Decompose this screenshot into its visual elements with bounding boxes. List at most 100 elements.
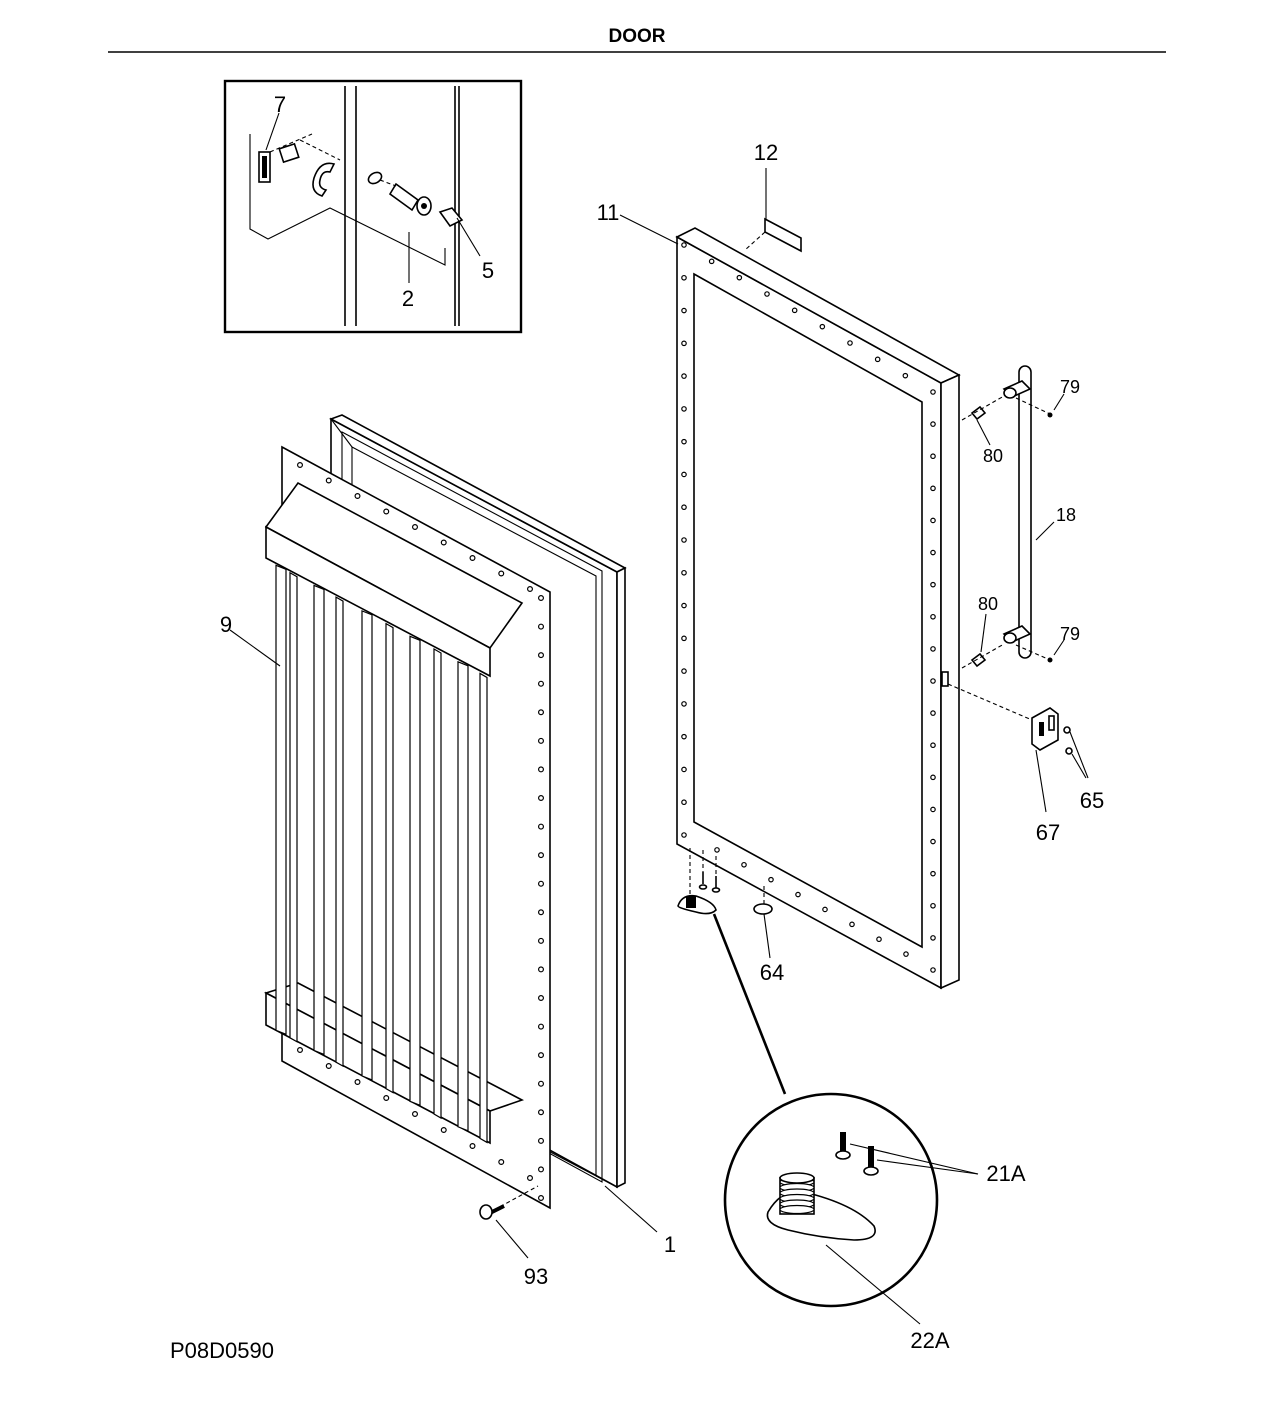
frame-hole — [714, 847, 720, 853]
frame-hole — [930, 678, 936, 684]
label-79-top: 79 — [1060, 377, 1080, 397]
frame-hole — [681, 242, 687, 248]
frame-hole — [930, 935, 936, 941]
frame-hole — [681, 766, 687, 773]
frame-hole — [681, 307, 687, 314]
panel-rib — [275, 564, 287, 1036]
label-80-top: 80 — [983, 446, 1003, 466]
label-64: 64 — [760, 960, 784, 985]
frame-hole — [819, 323, 826, 330]
frame-hole — [681, 602, 687, 609]
panel-hole — [537, 766, 544, 773]
frame-hole — [903, 951, 909, 957]
panel-rib — [409, 635, 421, 1107]
frame-hole — [681, 668, 687, 674]
frame-hole — [681, 504, 687, 511]
lock-cylinder-part — [367, 171, 464, 228]
label-7: 7 — [274, 92, 286, 117]
panel-hole — [526, 585, 533, 592]
panel-hole — [537, 680, 544, 687]
panel-hole — [383, 1094, 390, 1101]
panel-hole — [537, 966, 544, 973]
panel-hole — [297, 462, 304, 469]
panel-hole — [537, 852, 544, 859]
frame-hole — [681, 569, 687, 576]
panel-hole — [537, 1194, 544, 1201]
frame-hole — [930, 613, 936, 620]
panel-hole — [537, 1052, 544, 1059]
frame-hole — [764, 291, 770, 297]
panel-hole — [412, 523, 419, 530]
frame-hole — [930, 838, 936, 845]
door-frame-part-11 — [675, 227, 961, 990]
panel-hole — [469, 554, 476, 561]
label-65: 65 — [1080, 788, 1104, 813]
frame-hole — [768, 876, 774, 883]
frame-hole — [930, 421, 936, 427]
handle-fasteners: 79 80 79 80 — [961, 377, 1080, 669]
label-18: 18 — [1056, 505, 1076, 525]
label-2: 2 — [402, 286, 414, 311]
frame-hole — [681, 373, 687, 379]
frame-hole — [681, 701, 687, 707]
diagram-title: DOOR — [609, 26, 666, 47]
frame-hole — [681, 635, 687, 642]
panel-hole — [383, 508, 390, 515]
frame-hole — [930, 453, 936, 460]
frame-hole — [930, 806, 936, 813]
frame-mounting-holes — [681, 242, 936, 973]
panel-hole — [498, 570, 505, 577]
label-79-bottom: 79 — [1060, 624, 1080, 644]
lock-detail-inset: 7 5 2 — [223, 79, 523, 334]
frame-hole — [795, 891, 801, 898]
thread-ring — [779, 1204, 815, 1215]
panel-hole — [537, 994, 544, 1001]
panel-hole — [537, 937, 544, 944]
panel-hole — [537, 794, 544, 801]
label-5: 5 — [482, 258, 494, 283]
frame-hole — [708, 258, 715, 265]
panel-hole — [537, 623, 544, 630]
frame-hole — [930, 870, 936, 877]
label-21A: 21A — [986, 1161, 1025, 1186]
frame-hole — [681, 340, 687, 347]
frame-hole — [681, 274, 687, 281]
frame-hole — [930, 389, 936, 395]
frame-hole — [930, 742, 936, 749]
label-9: 9 — [220, 612, 232, 637]
hinge-area-small: 64 — [677, 848, 787, 1095]
panel-hole — [537, 652, 544, 659]
panel-hole — [537, 1023, 544, 1030]
panel-hole — [469, 1142, 476, 1149]
frame-hole — [876, 936, 882, 943]
inner-door-panel-part-9: 9 — [220, 445, 551, 1210]
panel-rib — [385, 622, 394, 1094]
panel-hole — [537, 909, 544, 916]
frame-hole — [930, 517, 936, 524]
panel-hole — [537, 880, 544, 887]
panel-hole — [325, 477, 332, 484]
panel-hole — [537, 1080, 544, 1087]
panel-rib — [457, 660, 469, 1132]
panel-hole — [537, 594, 544, 601]
frame-hole — [874, 356, 881, 363]
panel-hole — [440, 1126, 447, 1133]
frame-hole — [930, 581, 936, 588]
panel-hole — [498, 1158, 505, 1165]
label-11: 11 — [597, 200, 620, 225]
frame-hole — [930, 485, 936, 492]
panel-hole — [537, 737, 544, 744]
panel-ribs — [275, 564, 488, 1144]
panel-rib — [433, 648, 442, 1120]
panel-mounting-holes — [297, 462, 544, 1201]
frame-hole — [681, 832, 687, 838]
label-22A: 22A — [910, 1328, 949, 1353]
hinge-magnified-detail: 21A 22A — [723, 1092, 1026, 1353]
panel-rib — [335, 596, 344, 1068]
frame-hole — [930, 967, 936, 973]
diagram-code: P08D0590 — [170, 1338, 274, 1363]
label-sticker-part-12: 12 — [744, 140, 802, 253]
panel-hole — [537, 823, 544, 830]
frame-hole — [741, 861, 747, 868]
